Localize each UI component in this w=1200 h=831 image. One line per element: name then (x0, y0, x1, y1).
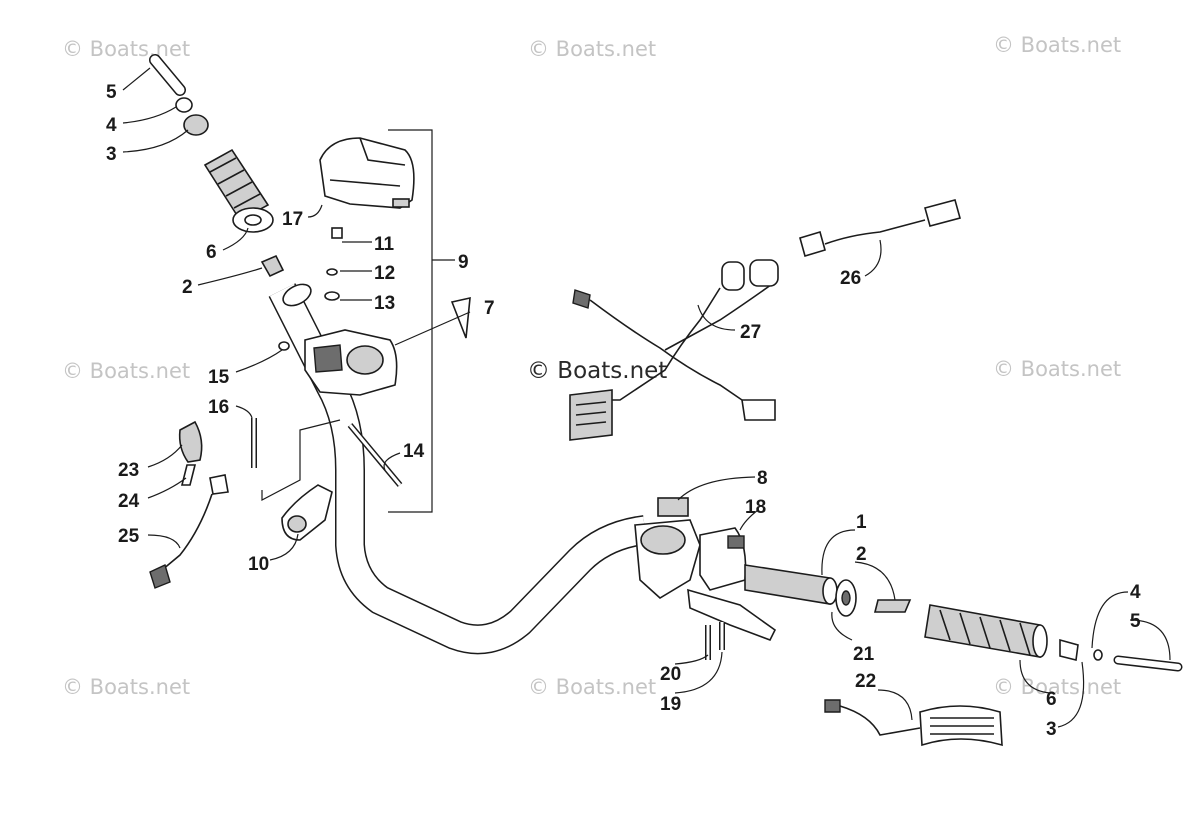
callout-5-right: 5 (1130, 611, 1141, 632)
callout-19: 19 (660, 694, 681, 715)
throttle-parts (149, 420, 229, 589)
left-grip-assembly (149, 54, 285, 278)
callout-9: 9 (458, 252, 469, 273)
watermark: © Boats.net (62, 359, 190, 383)
watermark: © Boats.net (993, 675, 1121, 699)
leader-lines (122, 67, 1171, 728)
callout-6-right: 6 (1046, 689, 1057, 710)
heater-element (824, 699, 1003, 747)
callout-3: 3 (106, 144, 117, 165)
callout-5: 5 (106, 82, 117, 103)
watermarks: © Boats.net © Boats.net © Boats.net © Bo… (62, 33, 1121, 699)
watermark: © Boats.net (62, 37, 190, 61)
bracket-9 (388, 129, 433, 513)
callout-3-right: 3 (1046, 719, 1057, 740)
callout-7: 7 (484, 298, 495, 319)
callout-24: 24 (118, 491, 140, 512)
callout-4: 4 (106, 115, 117, 136)
callout-18: 18 (745, 497, 766, 518)
callout-21: 21 (853, 644, 875, 665)
callout-2: 2 (182, 277, 193, 298)
watermark: © Boats.net (993, 357, 1121, 381)
callout-labels: 5 4 3 6 2 17 11 12 13 9 7 15 16 14 23 24… (106, 82, 1141, 740)
callout-13: 13 (374, 293, 395, 314)
callout-27: 27 (740, 322, 761, 343)
wiring-harnesses (569, 199, 961, 441)
watermark: © Boats.net (993, 33, 1121, 57)
callout-23: 23 (118, 460, 139, 481)
callout-10: 10 (248, 554, 269, 575)
callout-2-right: 2 (856, 544, 867, 565)
callout-4-right: 4 (1130, 582, 1141, 603)
callout-16: 16 (208, 397, 229, 418)
watermark: © Boats.net (528, 37, 656, 61)
handlebar (268, 283, 648, 655)
callout-1: 1 (856, 512, 867, 533)
callout-17: 17 (282, 209, 303, 230)
watermark: © Boats.net (62, 675, 190, 699)
watermark: © Boats.net (528, 675, 656, 699)
watermark-center: © Boats.net (527, 358, 667, 384)
right-control-assembly (634, 497, 1183, 672)
callout-11: 11 (374, 234, 395, 255)
callout-20: 20 (660, 664, 681, 685)
callout-15: 15 (208, 367, 230, 388)
callout-22: 22 (855, 671, 876, 692)
callout-6: 6 (206, 242, 217, 263)
callout-26: 26 (840, 268, 861, 289)
callout-25: 25 (118, 526, 140, 547)
callout-14: 14 (403, 441, 425, 462)
callout-8: 8 (757, 468, 768, 489)
callout-12: 12 (374, 263, 395, 284)
left-control-housing (251, 137, 471, 541)
